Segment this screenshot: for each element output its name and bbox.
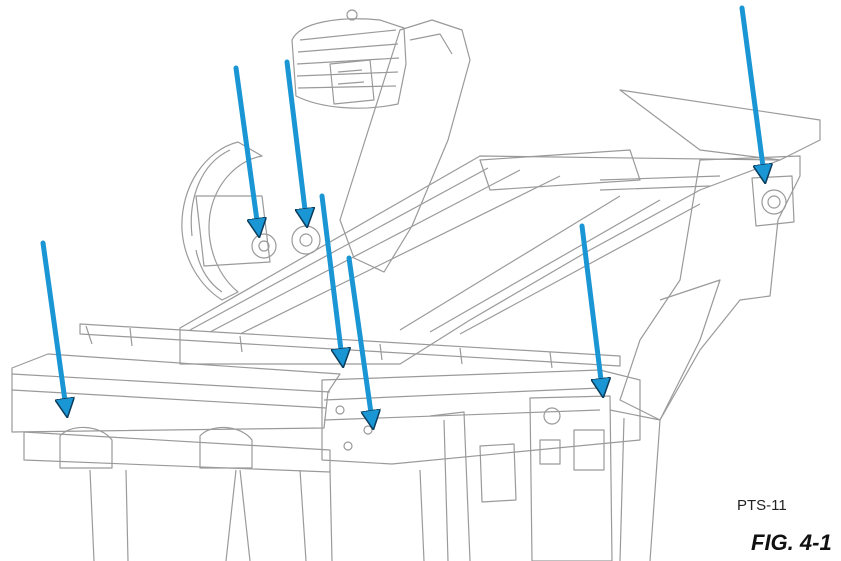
right-side-panel [619,155,801,421]
saw-blade-guard [181,141,263,301]
callout-arrow-flange-bearing [739,5,764,174]
callout-arrow-lower-left [40,240,66,408]
callout-arrow-frame-side [346,255,372,420]
callout-arrows [40,5,764,420]
callout-arrow-drive-shaft [319,193,342,358]
control-box [529,395,613,561]
callout-arrow-saw-left [233,65,258,228]
figure-caption: FIG. 4-1 [751,530,832,555]
motor [291,9,407,109]
conveyor-bed [179,89,821,365]
machine-line-art [11,9,821,561]
belt-guard [339,19,471,273]
callout-arrow-conveyor-end [579,223,602,388]
callout-arrow-saw-right [284,59,306,218]
cross-rail [79,323,621,367]
reference-label: PTS-11 [737,497,787,514]
